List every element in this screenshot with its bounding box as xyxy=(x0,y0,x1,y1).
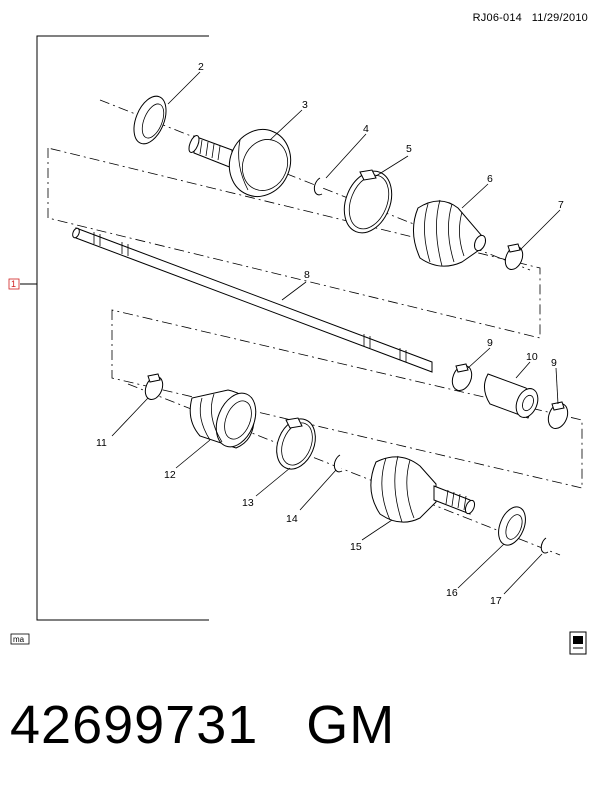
group-bracket: 1 xyxy=(8,35,209,621)
part-11-small-clamp xyxy=(144,373,164,401)
callout-13: 13 xyxy=(242,497,254,509)
callout-3: 3 xyxy=(302,99,308,111)
reference-code: RJ06-014 xyxy=(472,12,522,24)
callout-5: 5 xyxy=(406,143,412,155)
part-9-clamp-outer xyxy=(547,401,569,430)
part-2-seal-ring xyxy=(133,95,167,145)
part-12-inner-boot xyxy=(189,389,257,449)
upper-assembly-outline xyxy=(47,147,541,339)
part-number-caption: 42699731 GM xyxy=(10,695,396,755)
corner-label: ma xyxy=(13,635,25,644)
part-4-snap-ring xyxy=(313,177,323,196)
diagram-header: RJ06-014 11/29/2010 xyxy=(473,12,588,24)
manual-book-icon xyxy=(569,631,587,655)
leader-lines xyxy=(111,71,561,595)
callout-10: 10 xyxy=(526,351,538,363)
part-10-damper xyxy=(484,373,539,419)
callout-8: 8 xyxy=(304,269,310,281)
callout-9-inner: 9 xyxy=(487,337,493,349)
part-9-clamp-inner xyxy=(451,363,473,392)
part-14-snap-ring xyxy=(333,454,343,473)
part-8-shaft xyxy=(72,227,433,373)
callout-7: 7 xyxy=(558,199,564,211)
callout-14: 14 xyxy=(286,513,298,525)
callout-16: 16 xyxy=(446,587,458,599)
part-17-snap-ring xyxy=(540,537,549,554)
lower-axis-line xyxy=(127,383,561,556)
callout-6: 6 xyxy=(487,173,493,185)
exploded-parts-diagram: .ln { stroke:#000; stroke-width:1; fill:… xyxy=(8,35,587,655)
callout-11: 11 xyxy=(96,437,107,449)
part-15-inner-joint xyxy=(370,455,476,523)
callout-4: 4 xyxy=(363,123,369,135)
part-6-boot xyxy=(413,199,487,267)
corner-label-box: ma xyxy=(10,633,30,645)
bracket-reference: 1 xyxy=(11,279,16,289)
callout-15: 15 xyxy=(350,541,362,553)
callout-12: 12 xyxy=(164,469,176,481)
part-5-clamp xyxy=(343,169,393,234)
callout-17: 17 xyxy=(490,595,502,607)
callout-2: 2 xyxy=(198,61,204,73)
diagram-date: 11/29/2010 xyxy=(531,12,588,24)
part-13-clamp xyxy=(276,417,316,470)
lower-assembly-outline xyxy=(111,309,583,489)
part-3-outer-joint xyxy=(188,129,292,197)
part-16-seal-ring xyxy=(498,506,526,546)
callout-9-outer: 9 xyxy=(551,357,557,369)
part-7-small-clamp xyxy=(504,243,524,271)
